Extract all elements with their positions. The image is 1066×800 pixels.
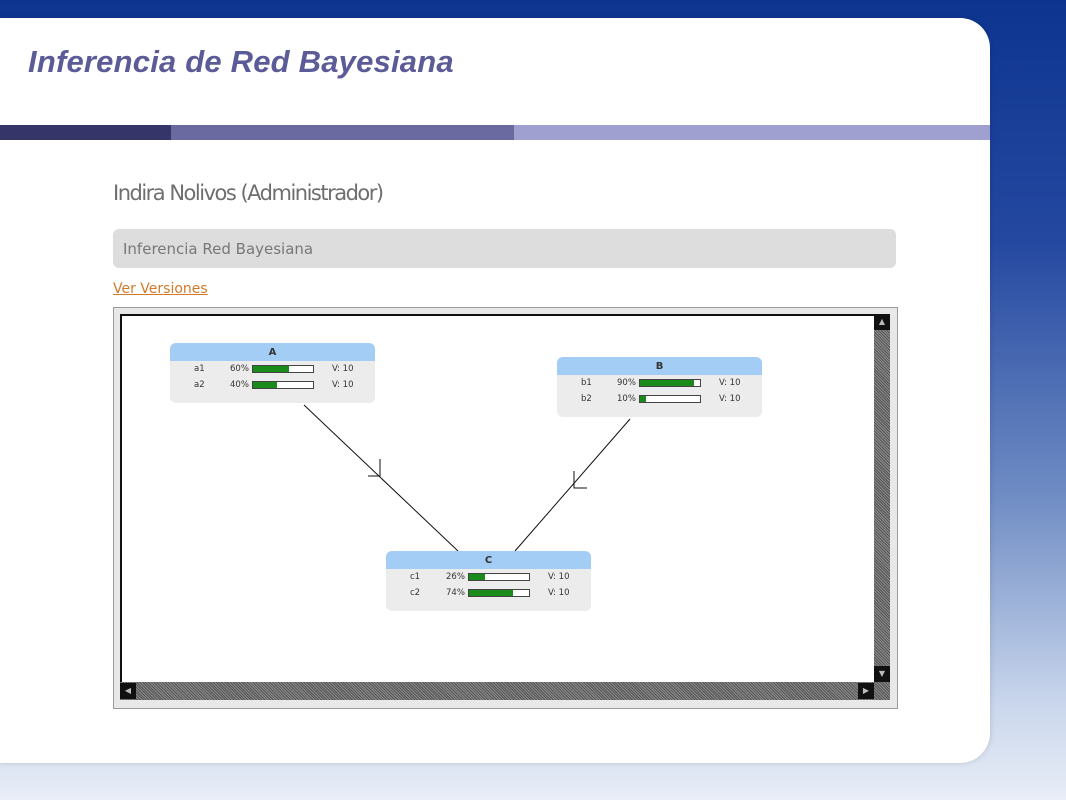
state-value: V: 10 [548, 588, 570, 598]
vertical-scrollbar[interactable]: ▲ ▼ [874, 314, 890, 700]
state-value: V: 10 [548, 572, 570, 582]
edges-layer [303, 404, 631, 552]
ver-versiones-link[interactable]: Ver Versiones [113, 281, 208, 297]
node-a-state-1: a1 60% V: 10 [170, 361, 375, 377]
state-percent: 10% [617, 394, 636, 404]
node-a-title: A [170, 343, 375, 361]
node-c-state-1: c1 26% V: 10 [386, 569, 591, 585]
probability-bar [252, 381, 314, 389]
node-c-title: C [386, 551, 591, 569]
state-percent: 26% [446, 572, 465, 582]
section-header-bar: Inferencia Red Bayesiana [113, 229, 896, 268]
slide-title: Inferencia de Red Bayesiana [28, 44, 454, 79]
state-percent: 60% [230, 364, 249, 374]
state-label: b1 [581, 378, 592, 388]
header-stripe-light [514, 125, 990, 140]
probability-bar [468, 573, 530, 581]
probability-fill [640, 380, 694, 386]
probability-bar [639, 395, 701, 403]
edge-b-c [514, 418, 631, 552]
probability-fill [469, 590, 514, 596]
scroll-down-icon[interactable]: ▼ [874, 666, 890, 682]
header-stripe-mid [171, 125, 514, 140]
state-label: a1 [194, 364, 205, 374]
state-value: V: 10 [719, 394, 741, 404]
state-label: c1 [410, 572, 421, 582]
probability-bar [468, 589, 530, 597]
section-title: Inferencia Red Bayesiana [123, 240, 314, 258]
network-viewer: A a1 60% V: 10 a2 40% V: 10 B b [113, 307, 898, 709]
node-b[interactable]: B b1 90% V: 10 b2 10% V: 10 [557, 357, 762, 417]
probability-fill [253, 382, 277, 388]
edge-a-c-arrowhead [368, 459, 381, 477]
network-canvas[interactable]: A a1 60% V: 10 a2 40% V: 10 B b [120, 314, 879, 686]
probability-fill [640, 396, 646, 402]
state-label: c2 [410, 588, 421, 598]
probability-fill [253, 366, 289, 372]
probability-bar [252, 365, 314, 373]
scroll-left-icon[interactable]: ◀ [120, 683, 136, 699]
probability-bar [639, 379, 701, 387]
node-a-state-2: a2 40% V: 10 [170, 377, 375, 393]
edge-b-c-arrowhead [573, 471, 587, 489]
horizontal-scrollbar[interactable]: ◀ ▶ [120, 682, 874, 700]
edge-a-c [303, 404, 459, 552]
scroll-up-icon[interactable]: ▲ [874, 314, 890, 330]
state-percent: 40% [230, 380, 249, 390]
scroll-right-icon[interactable]: ▶ [858, 683, 874, 699]
node-c-state-2: c2 74% V: 10 [386, 585, 591, 601]
state-percent: 74% [446, 588, 465, 598]
state-value: V: 10 [719, 378, 741, 388]
state-value: V: 10 [332, 380, 354, 390]
node-b-title: B [557, 357, 762, 375]
state-value: V: 10 [332, 364, 354, 374]
state-percent: 90% [617, 378, 636, 388]
state-label: b2 [581, 394, 592, 404]
probability-fill [469, 574, 485, 580]
node-b-state-1: b1 90% V: 10 [557, 375, 762, 391]
user-heading: Indira Nolivos (Administrador) [113, 181, 384, 205]
node-b-state-2: b2 10% V: 10 [557, 391, 762, 407]
node-a[interactable]: A a1 60% V: 10 a2 40% V: 10 [170, 343, 375, 403]
state-label: a2 [194, 380, 205, 390]
header-stripe-dark [0, 125, 171, 140]
slide-panel: Inferencia de Red Bayesiana Indira Noliv… [0, 18, 990, 763]
node-c[interactable]: C c1 26% V: 10 c2 74% V: 10 [386, 551, 591, 611]
